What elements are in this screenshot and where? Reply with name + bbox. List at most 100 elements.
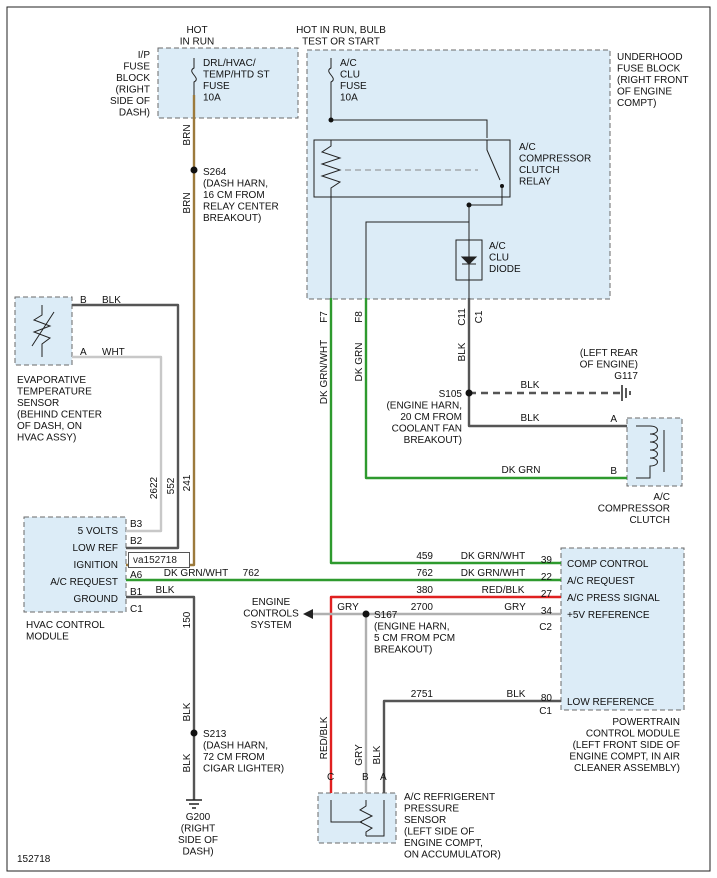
wire-dkgrnwht-459 bbox=[329, 298, 561, 565]
wire-dkgrn-vert: DK GRN bbox=[354, 343, 365, 382]
pressure-pin-a: A bbox=[380, 772, 387, 783]
pressure-sensor-icon bbox=[330, 800, 385, 837]
wire-blk-g200: BLK bbox=[182, 753, 193, 772]
pcm-c2: C2 bbox=[539, 622, 552, 633]
hvac-row-0: 5 VOLTS bbox=[78, 526, 119, 537]
wire-c2622: 2622 bbox=[149, 476, 160, 499]
fuse-ip-symbol bbox=[191, 58, 197, 95]
pcm-row-4: LOW REFERENCE bbox=[567, 697, 655, 708]
wire-c2700: 2700 bbox=[411, 602, 434, 613]
pin-f8: F8 bbox=[354, 311, 365, 323]
hvac-row-1: LOW REF bbox=[72, 543, 118, 554]
wire-redblk-vert: RED/BLK bbox=[319, 716, 330, 759]
fuse-aclu-symbol bbox=[328, 58, 334, 120]
clutch-pin-a: A bbox=[610, 414, 617, 425]
hvac-pin-4: B1 bbox=[130, 587, 143, 598]
node-relay-dot bbox=[328, 117, 334, 123]
splice-s213-dot bbox=[190, 729, 198, 737]
wire-redblk-380 bbox=[329, 595, 561, 793]
wire-blk-hvac-ground: BLK bbox=[156, 585, 175, 596]
pcm-pin-0: 39 bbox=[541, 555, 553, 566]
evap-wire-a: WHT bbox=[102, 347, 125, 358]
wire-blk-vert: BLK bbox=[182, 702, 193, 721]
wire-blk-sensor-vert: BLK bbox=[372, 745, 383, 764]
diode-box bbox=[455, 239, 483, 281]
wire-gry-2700: GRY bbox=[504, 602, 526, 613]
node-diode-dot bbox=[466, 202, 472, 208]
wire-dkgrnwht-459: DK GRN/WHT bbox=[461, 551, 525, 562]
evap-wire-b: BLK bbox=[102, 295, 121, 306]
wire-redblk-380: RED/BLK bbox=[482, 585, 525, 596]
pin-c11: C11 bbox=[457, 308, 468, 326]
underhood-fuse-block-box bbox=[306, 49, 611, 300]
pcm-row-1: A/C REQUEST bbox=[567, 576, 635, 587]
ground-g200-symbol bbox=[186, 799, 202, 809]
pcm-pin-3: 34 bbox=[541, 606, 553, 617]
pressure-pin-c: C bbox=[327, 772, 334, 783]
wire-c762-right: 762 bbox=[416, 568, 433, 579]
wire-c241: 241 bbox=[182, 474, 193, 491]
pin-c1: C1 bbox=[474, 310, 485, 323]
pcm-box bbox=[560, 547, 685, 711]
relay-coil bbox=[320, 140, 342, 197]
evap-pin-a: A bbox=[80, 347, 87, 358]
relay-box bbox=[313, 139, 511, 198]
wire-dkgrnwht-762: DK GRN/WHT bbox=[461, 568, 525, 579]
diagram-frame bbox=[6, 6, 711, 872]
pcm-row-3: +5V REFERENCE bbox=[567, 610, 650, 621]
compressor-clutch-box bbox=[626, 417, 683, 487]
wire-c762-left: 762 bbox=[243, 568, 260, 579]
clutch-pin-b: B bbox=[610, 466, 617, 477]
wire-dkgrn-f8 bbox=[364, 298, 627, 480]
clutch-coil-icon bbox=[636, 425, 665, 479]
wire-blk-2751 bbox=[382, 699, 561, 793]
splice-s264-dot bbox=[190, 166, 198, 174]
ground-g117-symbol bbox=[621, 385, 631, 401]
pcm-c1: C1 bbox=[539, 706, 552, 717]
hvac-pin-0: B3 bbox=[130, 519, 143, 530]
hvac-connector: C1 bbox=[130, 604, 143, 615]
pcm-row-2: A/C PRESS SIGNAL bbox=[567, 593, 660, 604]
wire-blk-c11-vert: BLK bbox=[457, 342, 468, 361]
wire-blk-clutch-label: BLK bbox=[521, 413, 540, 424]
hvac-row-4: GROUND bbox=[74, 594, 118, 605]
evap-pin-b: B bbox=[80, 295, 87, 306]
wire-wht-2622 bbox=[72, 355, 163, 533]
wire-brn-mid: BRN bbox=[182, 192, 193, 213]
wire-blk-552 bbox=[72, 303, 180, 550]
wire-dkgrnwht-hvac: DK GRN/WHT bbox=[164, 568, 228, 579]
diode-symbol bbox=[460, 244, 478, 276]
wire-blk-c11 bbox=[467, 298, 627, 428]
engine-controls-arrow bbox=[303, 609, 313, 619]
wire-c459: 459 bbox=[416, 551, 433, 562]
hvac-row-2: IGNITION bbox=[74, 560, 118, 571]
splice-s167-dot bbox=[362, 610, 370, 618]
wire-blk-g117-label: BLK bbox=[521, 380, 540, 391]
wire-brn-top: BRN bbox=[182, 124, 193, 145]
hvac-module-box bbox=[23, 516, 127, 613]
wire-blk-2751: BLK bbox=[507, 689, 526, 700]
wire-c380: 380 bbox=[416, 585, 433, 596]
wire-dkgrnwht-vert: DK GRN/WHT bbox=[319, 340, 330, 404]
wire-gry-vert: GRY bbox=[354, 744, 365, 766]
evap-sensor-box bbox=[14, 296, 73, 366]
